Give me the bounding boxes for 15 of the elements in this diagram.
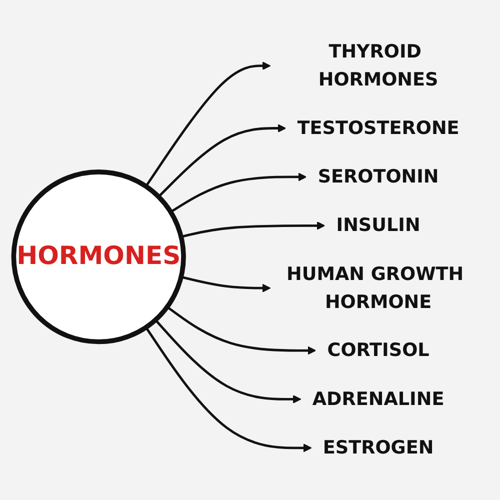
node-text: THYROID HORMONES bbox=[318, 41, 438, 90]
node-text: ADRENALINE bbox=[312, 388, 444, 410]
node-circle: HORMONES bbox=[11, 170, 186, 344]
node-text: SEROTONIN bbox=[318, 166, 439, 188]
node-text: CORTISOL bbox=[327, 340, 430, 361]
arrow bbox=[166, 306, 316, 355]
arrow bbox=[158, 124, 286, 198]
node-text: INSULIN bbox=[336, 214, 420, 236]
arrow bbox=[154, 319, 302, 404]
node-text: ESTROGEN bbox=[322, 437, 434, 458]
arrow bbox=[144, 62, 271, 188]
arrow bbox=[144, 326, 312, 452]
node-text: TESTOSTERONE bbox=[297, 117, 460, 139]
node-text: HUMAN GROWTH HORMONE bbox=[286, 264, 464, 312]
arrow bbox=[170, 172, 307, 213]
